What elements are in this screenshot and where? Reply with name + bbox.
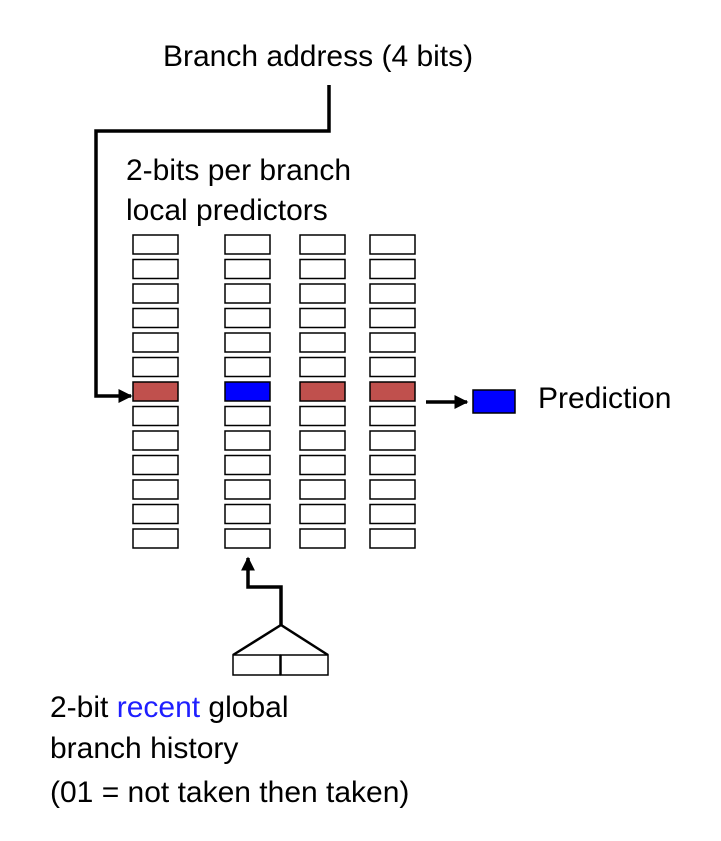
predictor-entry-c0-r0: [132, 234, 179, 255]
predictor-entry-c1-r4: [224, 332, 271, 353]
address-arrow: [94, 85, 331, 403]
predictor-entry-c0-r7: [132, 405, 179, 427]
predictor-entry-c2-r9: [299, 454, 346, 476]
predictor-entry-c1-r3: [224, 307, 271, 329]
history-bit-1: [280, 654, 329, 676]
predictor-entry-c3-r5: [369, 356, 416, 378]
local-predictor-tables: [132, 234, 416, 549]
predictor-entry-c0-r11: [132, 503, 179, 525]
predictor-entry-c1-r1: [224, 258, 271, 280]
predictor-entry-c3-r2: [369, 283, 416, 304]
predictor-entry-c2-r7: [299, 405, 346, 427]
predictor-entry-c2-r1: [299, 258, 346, 280]
history-bit-0: [232, 654, 281, 676]
predictor-entry-c2-r5: [299, 356, 346, 378]
prediction-box: [472, 389, 516, 414]
predictor-entry-c2-r10: [299, 479, 346, 500]
predictor-entry-c3-r8: [369, 430, 416, 451]
predictor-entry-c3-r7: [369, 405, 416, 427]
history-label-pre: 2-bit: [50, 691, 117, 724]
predictor-entry-c1-r6: [224, 381, 271, 402]
predictor-entry-c2-r8: [299, 430, 346, 451]
predictor-entry-c0-r5: [132, 356, 179, 378]
predictor-entry-c0-r2: [132, 283, 179, 304]
predictor-entry-c2-r3: [299, 307, 346, 329]
predictor-entry-c3-r12: [369, 528, 416, 549]
predictor-entry-c0-r10: [132, 479, 179, 500]
predictor-entry-c0-r4: [132, 332, 179, 353]
local-predictors-label-line2: local predictors: [126, 194, 328, 227]
history-label-post: global: [200, 691, 289, 724]
predictor-entry-c0-r12: [132, 528, 179, 549]
predictor-entry-c1-r2: [224, 283, 271, 304]
predictor-entry-c2-r6: [299, 381, 346, 402]
predictor-entry-c0-r3: [132, 307, 179, 329]
predictor-entry-c2-r12: [299, 528, 346, 549]
predictor-entry-c1-r10: [224, 479, 271, 500]
predictor-entry-c1-r7: [224, 405, 271, 427]
predictor-entry-c3-r3: [369, 307, 416, 329]
history-fanin: [232, 623, 329, 657]
predictor-entry-c3-r0: [369, 234, 416, 255]
predictor-entry-c3-r10: [369, 479, 416, 500]
predictor-entry-c3-r4: [369, 332, 416, 353]
predictor-entry-c3-r1: [369, 258, 416, 280]
history-label-line1: 2-bit recent global: [50, 691, 289, 725]
predictor-entry-c1-r5: [224, 356, 271, 378]
predictor-entry-c3-r9: [369, 454, 416, 476]
predictor-entry-c0-r8: [132, 430, 179, 451]
predictor-entry-c2-r0: [299, 234, 346, 255]
predictor-entry-c0-r9: [132, 454, 179, 476]
recent-highlight: recent: [116, 691, 201, 724]
predictor-entry-c1-r11: [224, 503, 271, 525]
predictor-entry-c2-r4: [299, 332, 346, 353]
branch-address-label: Branch address (4 bits): [163, 40, 474, 73]
history-label-line3: (01 = not taken then taken): [50, 776, 410, 809]
predictor-entry-c0-r6: [132, 381, 179, 402]
prediction-label: Prediction: [538, 382, 672, 415]
history-arrow: [241, 556, 283, 625]
predictor-entry-c0-r1: [132, 258, 179, 280]
history-register: [232, 623, 329, 676]
history-label-line2: branch history: [50, 732, 239, 765]
predictor-entry-c2-r2: [299, 283, 346, 304]
predictor-entry-c1-r0: [224, 234, 271, 255]
predictor-entry-c2-r11: [299, 503, 346, 525]
predictor-entry-c1-r8: [224, 430, 271, 451]
predictor-entry-c1-r12: [224, 528, 271, 549]
predictor-entry-c1-r9: [224, 454, 271, 476]
predictor-entry-c3-r11: [369, 503, 416, 525]
predictor-entry-c3-r6: [369, 381, 416, 402]
local-predictors-label-line1: 2-bits per branch: [126, 154, 352, 187]
